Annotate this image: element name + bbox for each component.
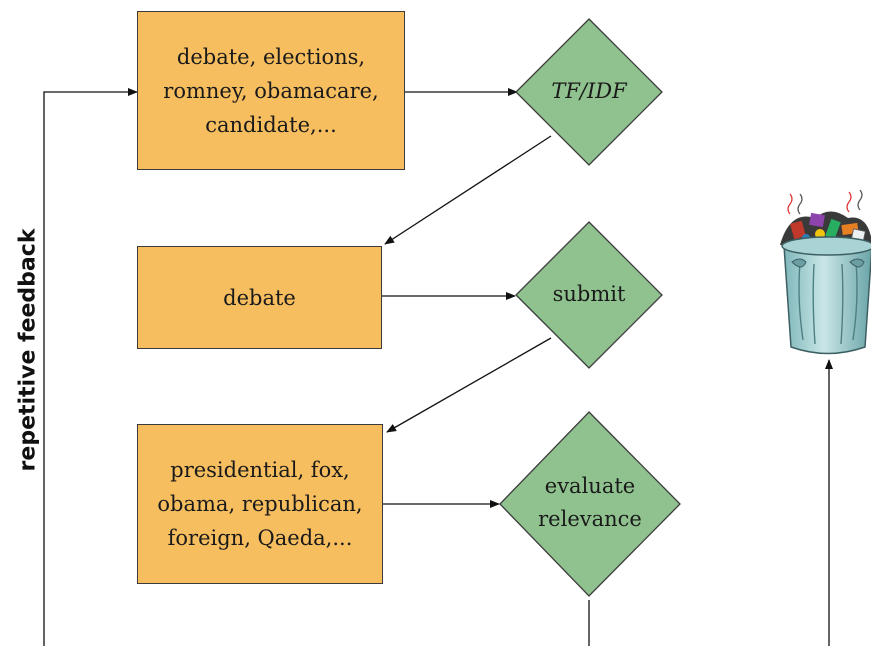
- decision-label-evaluate: evaluate relevance: [538, 474, 642, 531]
- decision-label-tfidf: TF/IDF: [551, 79, 627, 103]
- decision-diamond-tfidf: [515, 18, 663, 166]
- keyword-box-results-text: presidential, fox, obama, republican, fo…: [157, 458, 363, 550]
- decision-diamond-evaluate: [499, 411, 681, 597]
- arrow-submit-to-box3: [386, 337, 552, 433]
- keyword-box-initial: debate, elections, romney, obamacare, ca…: [137, 11, 405, 170]
- keyword-box-results: presidential, fox, obama, republican, fo…: [137, 424, 383, 584]
- decision-label-submit: submit: [552, 282, 626, 306]
- repetitive-feedback-label: repetitive feedback: [15, 228, 41, 472]
- decision-diamond-submit: [515, 221, 663, 369]
- trash-can-icon: [780, 189, 871, 355]
- keyword-box-selected-text: debate: [223, 285, 296, 310]
- feedback-loop-line: [43, 88, 138, 646]
- arrow-tfidf-to-box2: [384, 135, 552, 245]
- keyword-box-initial-text: debate, elections, romney, obamacare, ca…: [163, 44, 379, 137]
- keyword-box-selected: debate: [137, 246, 382, 349]
